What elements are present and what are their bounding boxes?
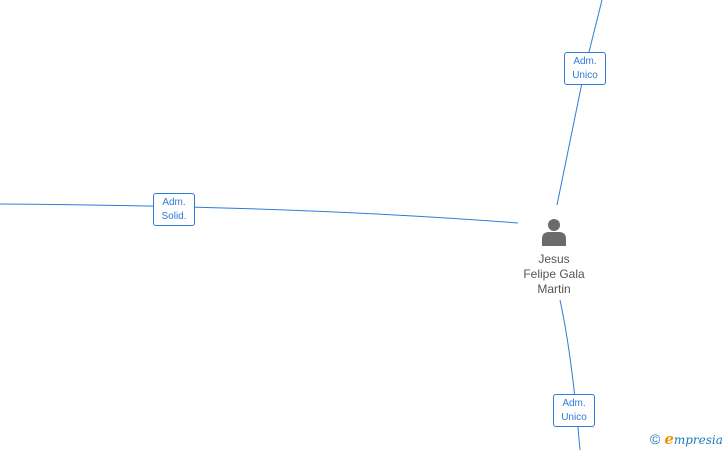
person-name-line: Felipe Gala [523,267,585,281]
brand-logo: empresia [664,430,723,448]
relation-role: Adm. [573,56,597,67]
person-name-line: Martin [537,282,571,296]
edge-line-bottom [559,299,581,450]
person-name-line: Jesus [538,252,570,266]
person-node[interactable]: Jesus Felipe Gala Martin [507,216,601,297]
relation-role: Adm. [162,197,186,208]
copyright-icon: © [650,431,661,447]
relation-type: Unico [561,412,587,423]
person-icon [542,219,566,246]
relation-role: Adm. [562,398,586,409]
relation-label-bottom[interactable]: Adm. Unico [553,394,595,427]
relation-type: Solid. [161,211,187,222]
brand-rest: mpresia [673,433,723,447]
person-name: Jesus Felipe Gala Martin [507,252,601,297]
relation-label-left[interactable]: Adm. Solid. [153,193,195,226]
edge-line-top [556,0,603,206]
empresia-watermark: © empresia [650,430,723,448]
relation-type: Unico [572,70,598,81]
brand-initial: e [664,430,674,448]
relation-label-top[interactable]: Adm. Unico [564,52,606,85]
edge-line-left [0,203,519,224]
